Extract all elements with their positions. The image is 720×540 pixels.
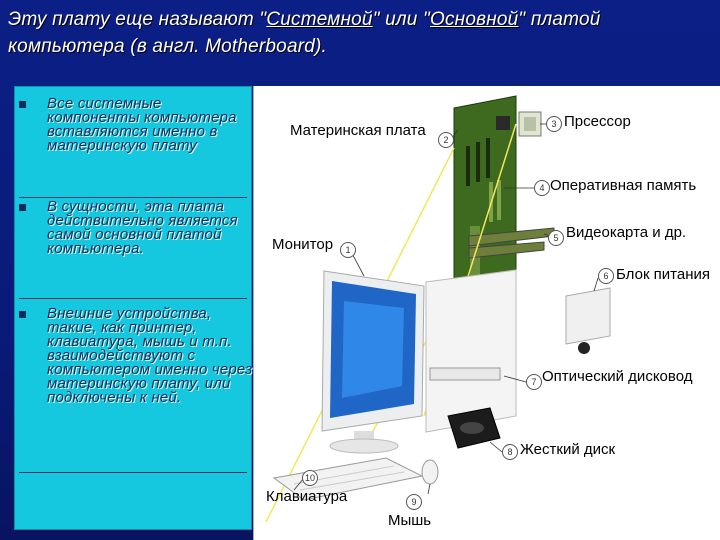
- label-ram: Оперативная память: [550, 177, 697, 194]
- pc-diagram: Материнская плата 2 3 Прсессор 4 Операти…: [253, 86, 720, 540]
- bullet-marker: [19, 101, 26, 108]
- bullet-text: В сущности, эта плата действительно явля…: [47, 198, 238, 257]
- monitor-image: [321, 270, 425, 454]
- hdd-image: [447, 407, 501, 449]
- title-part-3: " платой компьютера (в англ. Motherboard…: [8, 9, 601, 57]
- number-keyboard: 10: [302, 470, 318, 486]
- bullet-marker: [19, 311, 26, 318]
- text-panel: Все системные компоненты компьютера вста…: [14, 86, 252, 530]
- bullet-marker: [19, 204, 26, 211]
- label-motherboard: Материнская плата: [290, 122, 426, 139]
- number-video: 5: [548, 230, 564, 246]
- motherboard-image: [453, 95, 517, 301]
- title-part-2: " или ": [372, 9, 430, 30]
- number-mouse: 9: [406, 494, 422, 510]
- title-link-main[interactable]: Основной: [430, 9, 519, 30]
- system-unit-image: [425, 269, 517, 433]
- label-video: Видеокарта и др.: [566, 224, 687, 241]
- number-hdd: 8: [502, 444, 518, 460]
- divider: [19, 197, 247, 198]
- number-motherboard: 2: [438, 132, 454, 148]
- number-ram: 4: [534, 180, 550, 196]
- label-cpu: Прсессор: [564, 113, 631, 130]
- title-link-system[interactable]: Системной: [266, 9, 373, 30]
- label-psu: Блок питания: [616, 266, 710, 283]
- mouse-image: [421, 459, 439, 485]
- title-part-1: Эту плату еще называют ": [8, 9, 267, 30]
- slide-title: Эту плату еще называют "Системной" или "…: [8, 6, 714, 60]
- number-monitor: 1: [340, 242, 356, 258]
- bullet-text: Все системные компоненты компьютера вста…: [47, 95, 237, 154]
- number-optical: 7: [526, 374, 542, 390]
- psu-image: [565, 287, 611, 354]
- label-monitor: Монитор: [272, 236, 334, 253]
- divider: [19, 298, 247, 299]
- label-hdd: Жесткий диск: [520, 441, 616, 458]
- label-mouse: Мышь: [388, 512, 432, 529]
- cpu-image: [518, 111, 542, 137]
- divider: [19, 472, 247, 473]
- bullet-text: Внешние устройства, такие, как принтер, …: [47, 305, 253, 406]
- label-keyboard: Клавиатура: [266, 488, 348, 505]
- number-cpu: 3: [546, 116, 562, 132]
- label-optical: Оптический дисковод: [542, 368, 693, 385]
- number-psu: 6: [598, 268, 614, 284]
- pc-illustration: [265, 95, 611, 523]
